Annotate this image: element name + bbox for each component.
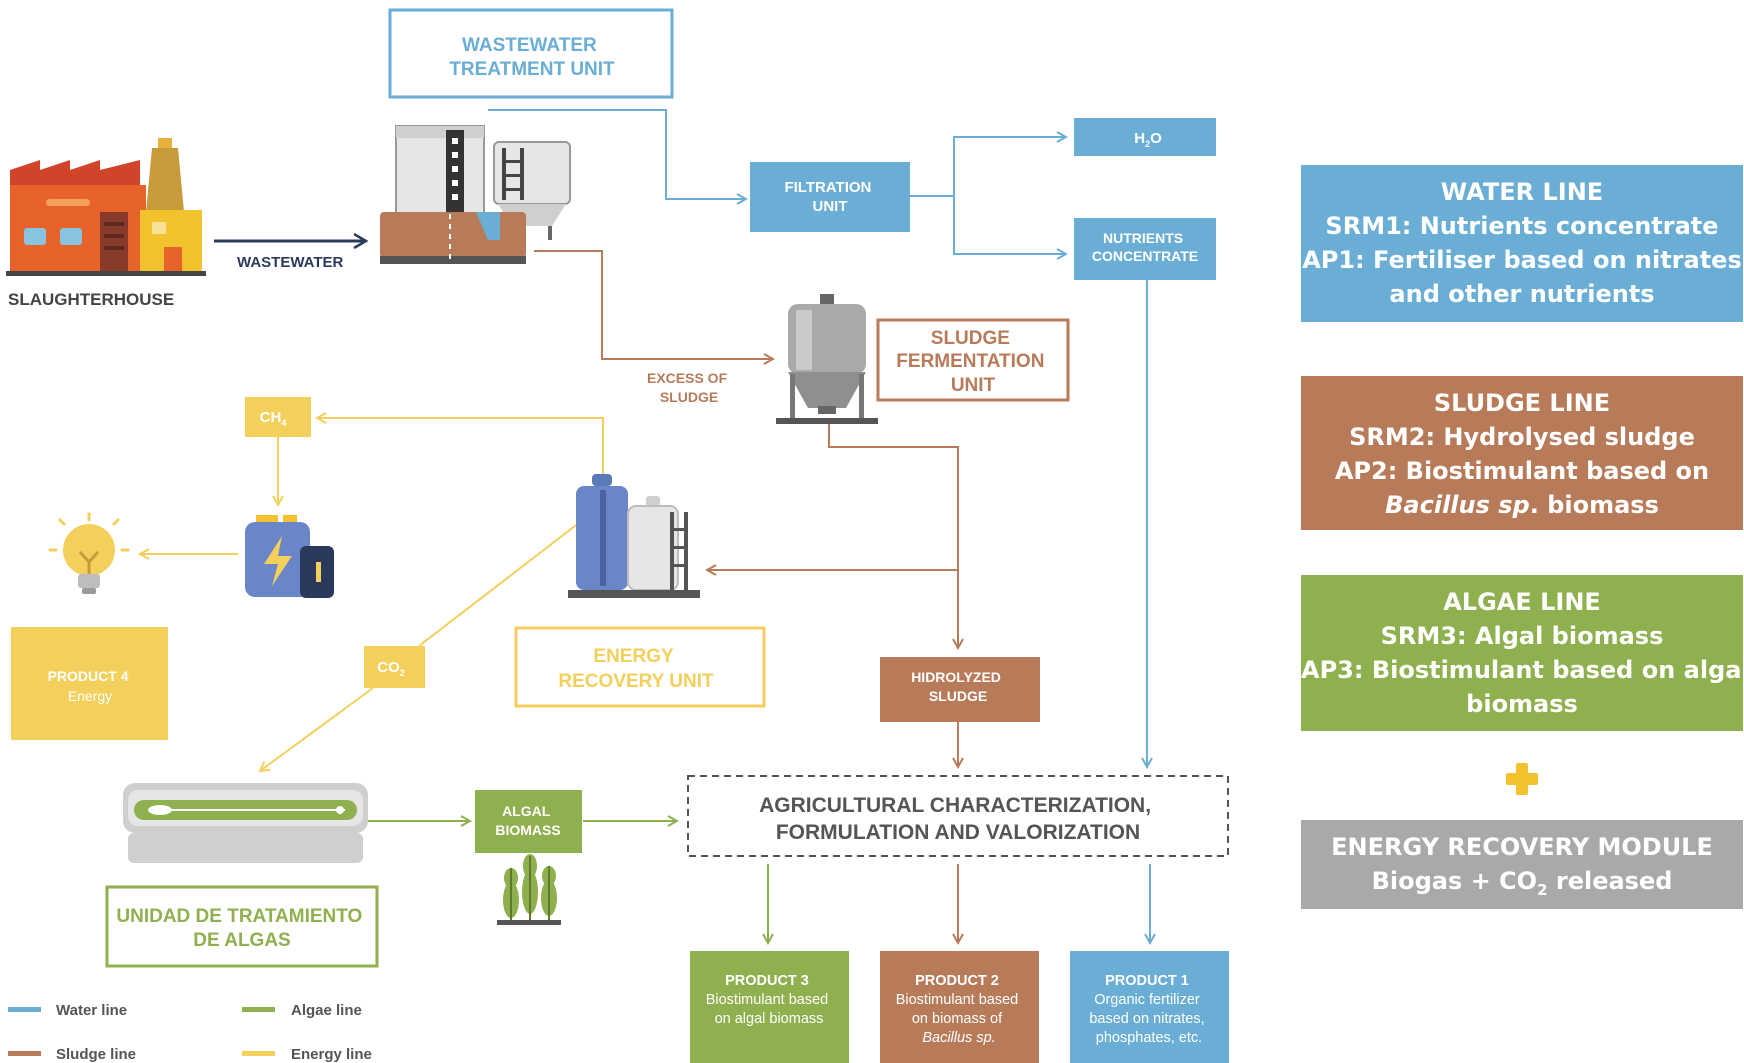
biogas-plant-icon: [568, 474, 700, 598]
wastewater-treatment-box: [388, 8, 674, 99]
legend: Water line Algae line Sludge line Energy…: [8, 1002, 372, 1063]
generator-icon: [245, 515, 334, 598]
plus-icon: [1506, 763, 1538, 795]
sludge-panel-title: SLUDGE LINE: [1433, 389, 1611, 417]
ch4-arrow: [317, 418, 604, 486]
hidrolyzed-sludge-label: HIDROLYZED SLUDGE: [911, 669, 1005, 704]
energy-panel-title: ENERGY RECOVERY MODULE: [1331, 833, 1713, 861]
agricultural-characterization-label: AGRICULTURAL CHARACTERIZATION, FORMULATI…: [759, 794, 1157, 844]
energy-recovery-label: ENERGY RECOVERY UNIT: [558, 646, 714, 692]
algae-unit-label: UNIDAD DE TRATAMIENTO DE ALGAS: [116, 906, 367, 951]
co2-label: CO2: [377, 659, 405, 678]
process-diagram: SLAUGHTERHOUSE WASTEWATER WASTEWATER TRE…: [6, 8, 1229, 1063]
sludge-fermentation-label: SLUDGE FERMENTATION UNIT: [896, 328, 1049, 396]
algae-pond-icon: [123, 783, 368, 863]
filtration-unit-label: FILTRATION UNIT: [784, 179, 875, 215]
product3-box: [690, 951, 849, 1063]
legend-energy-label: Energy line: [291, 1046, 372, 1063]
h2o-box: [1074, 118, 1216, 156]
water-panel-title: WATER LINE: [1440, 178, 1604, 206]
sludge-panel-ap-1: AP2: Biostimulant based on: [1334, 457, 1710, 485]
seaweed-icon: [497, 854, 561, 925]
sludge-fermentation-box: [876, 318, 1070, 402]
sludge-panel-ap-2: Bacillus sp. biomass: [1385, 491, 1659, 519]
excess-sludge-arrow: [534, 250, 773, 359]
filtration-unit-box: [750, 162, 910, 232]
fermentation-down: [828, 424, 958, 648]
algal-biomass-label: ALGAL BIOMASS: [495, 803, 560, 838]
slaughterhouse-icon: [6, 138, 206, 276]
algal-biomass-box: [475, 790, 582, 853]
legend-algae-label: Algae line: [291, 1002, 362, 1019]
water-panel-ap-1: AP1: Fertiliser based on nitrates: [1302, 246, 1742, 274]
co2-line-upper: [418, 521, 581, 647]
connectors: [140, 109, 1150, 943]
product2-box: [880, 951, 1039, 1063]
water-line-panel: WATER LINE SRM1: Nutrients concentrate A…: [1301, 165, 1743, 322]
to-nutrients-arrow: [953, 196, 1066, 254]
nutrients-concentrate-label: NUTRIENTS CONCENTRATE: [1092, 230, 1198, 264]
nutrients-concentrate-box: [1074, 218, 1216, 280]
algae-panel-srm: SRM3: Algal biomass: [1380, 622, 1664, 650]
legend-energy-swatch: [242, 1051, 275, 1056]
algae-panel-title: ALGAE LINE: [1443, 588, 1601, 616]
agricultural-characterization-box: [687, 775, 1229, 857]
product4-box: [11, 627, 168, 740]
algae-line-panel: ALGAE LINE SRM3: Algal biomass AP3: Bios…: [1301, 575, 1744, 731]
h2o-label: H2O: [1134, 130, 1162, 149]
product3-label: PRODUCT 3 Biostimulant based on algal bi…: [706, 973, 833, 1027]
excess-sludge-label: EXCESS OF SLUDGE: [647, 370, 731, 405]
product1-label: PRODUCT 1 Organic fertilizer based on ni…: [1089, 973, 1208, 1046]
wastewater-arrow-label: WASTEWATER: [237, 254, 344, 271]
product2-label: PRODUCT 2 Biostimulant based on biomass …: [896, 973, 1023, 1046]
ch4-box: [245, 397, 311, 437]
legend-algae-swatch: [242, 1007, 275, 1012]
sludge-line-panel: SLUDGE LINE SRM2: Hydrolysed sludge AP2:…: [1301, 376, 1743, 530]
slaughterhouse-label: SLAUGHTERHOUSE: [8, 290, 174, 309]
treatment-plant-icon: [380, 125, 571, 264]
algae-unit-box: [105, 885, 379, 968]
ch4-label: CH4: [260, 409, 287, 428]
water-panel-ap-2: and other nutrients: [1389, 280, 1655, 308]
lightbulb-icon: [48, 512, 130, 594]
sludge-panel-srm: SRM2: Hydrolysed sludge: [1349, 423, 1695, 451]
wastewater-treatment-label: WASTEWATER TREATMENT UNIT: [449, 35, 615, 80]
legend-sludge-swatch: [8, 1051, 41, 1056]
to-filtration-arrow: [488, 109, 746, 199]
energy-recovery-panel: ENERGY RECOVERY MODULE Biogas + CO2 rele…: [1301, 820, 1743, 909]
algae-panel-ap-1: AP3: Biostimulant based on algal: [1301, 656, 1744, 684]
energy-recovery-box: [514, 626, 766, 708]
algae-panel-ap-2: biomass: [1466, 690, 1578, 718]
fermenter-icon: [776, 294, 878, 424]
to-h2o-arrow: [953, 137, 1066, 196]
legend-sludge-label: Sludge line: [56, 1046, 136, 1063]
product4-label: PRODUCT 4 Energy: [48, 668, 133, 704]
water-panel-srm: SRM1: Nutrients concentrate: [1325, 212, 1719, 240]
legend-water-label: Water line: [56, 1002, 127, 1019]
co2-line-lower: [260, 687, 374, 771]
legend-water-swatch: [8, 1007, 41, 1012]
energy-panel-subtitle: Biogas + CO2 released: [1371, 867, 1673, 899]
hidrolyzed-sludge-box: [880, 657, 1040, 722]
co2-box: [364, 646, 425, 688]
product1-box: [1070, 951, 1229, 1063]
